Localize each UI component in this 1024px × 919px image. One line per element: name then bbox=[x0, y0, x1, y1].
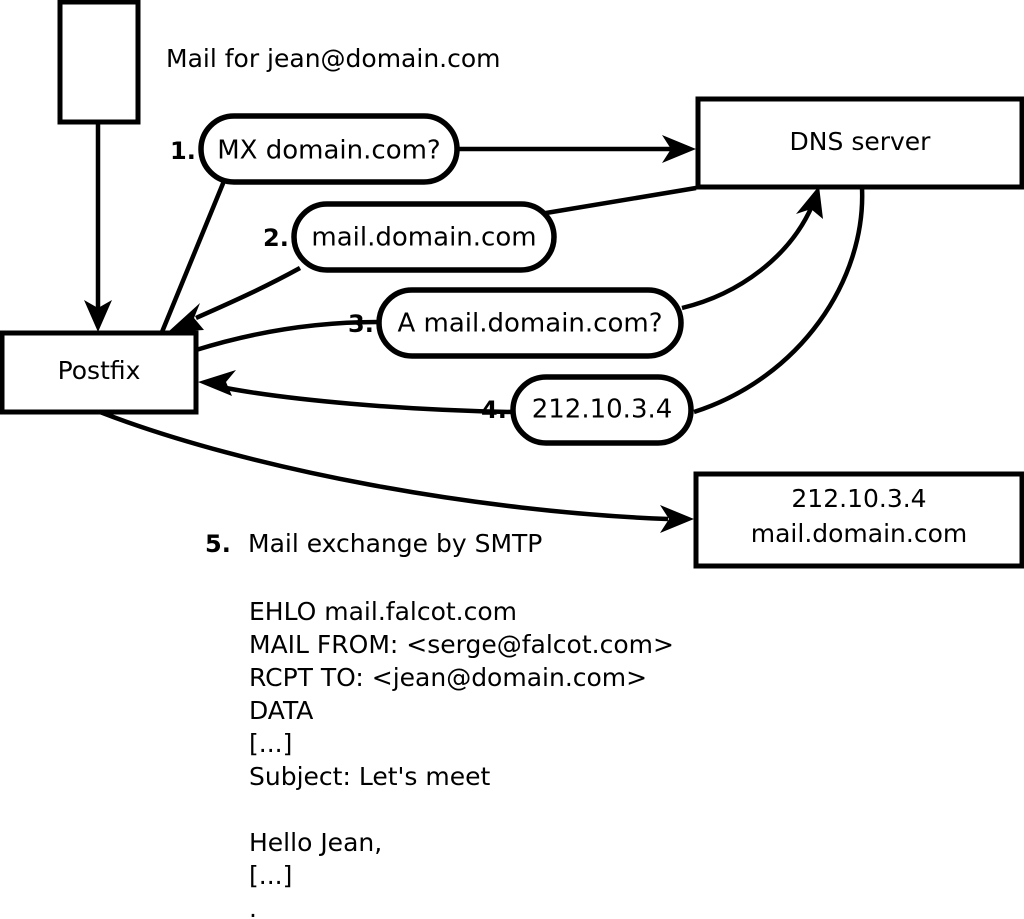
edge-dns-to-step2 bbox=[539, 185, 697, 217]
smtp-line-3: DATA bbox=[249, 696, 313, 725]
step-3-bubble: 3. A mail.domain.com? bbox=[348, 287, 684, 359]
edge-client-to-postfix bbox=[84, 124, 112, 332]
diagram-title-text: Mail for jean@domain.com bbox=[166, 44, 501, 73]
edge-postfix-to-step1 bbox=[159, 180, 227, 333]
smtp-transcript: EHLO mail.falcot.com MAIL FROM: <serge@f… bbox=[249, 597, 674, 919]
smtp-line-1: MAIL FROM: <serge@falcot.com> bbox=[249, 630, 674, 659]
smtp-line-0: EHLO mail.falcot.com bbox=[249, 597, 517, 626]
step-2-bubble: 2. mail.domain.com bbox=[263, 201, 557, 273]
step-4-number: 4. bbox=[481, 396, 507, 424]
node-mail-server: 212.10.3.4 mail.domain.com bbox=[693, 471, 1024, 569]
step-1-number: 1. bbox=[170, 137, 196, 165]
smtp-line-5: Subject: Let's meet bbox=[249, 762, 490, 791]
node-mail-server-ip: 212.10.3.4 bbox=[791, 484, 926, 513]
node-mail-client bbox=[57, 0, 141, 125]
step-1-label: MX domain.com? bbox=[217, 136, 440, 166]
step-3-number: 3. bbox=[348, 310, 374, 338]
edge-postfix-to-mailserver bbox=[99, 409, 694, 533]
smtp-line-9: . bbox=[249, 894, 257, 919]
node-postfix: Postfix bbox=[0, 330, 199, 415]
smtp-line-2: RCPT TO: <jean@domain.com> bbox=[249, 663, 647, 692]
edge-step4-to-postfix bbox=[198, 370, 513, 415]
node-dns-server-label: DNS server bbox=[790, 127, 932, 156]
node-postfix-label: Postfix bbox=[58, 356, 141, 385]
smtp-line-8: [...] bbox=[249, 861, 292, 890]
node-dns-server: DNS server bbox=[695, 96, 1024, 190]
step-1-bubble: 1. MX domain.com? bbox=[170, 113, 460, 185]
node-mail-server-hostname: mail.domain.com bbox=[751, 519, 967, 548]
edge-postfix-to-step3 bbox=[195, 319, 379, 353]
smtp-line-7: Hello Jean, bbox=[249, 828, 382, 857]
step-5-caption: 5. Mail exchange by SMTP bbox=[205, 529, 542, 558]
step-3-label: A mail.domain.com? bbox=[398, 309, 663, 339]
edge-step1-to-dns bbox=[458, 135, 696, 163]
step-2-number: 2. bbox=[263, 224, 289, 252]
step-2-label: mail.domain.com bbox=[311, 223, 536, 253]
step-5-number: 5. bbox=[205, 530, 231, 558]
edge-step2-to-postfix bbox=[168, 266, 302, 332]
edge-step3-to-dns bbox=[681, 186, 823, 311]
step-5-label: Mail exchange by SMTP bbox=[248, 529, 542, 558]
step-4-label: 212.10.3.4 bbox=[532, 395, 673, 425]
edge-dns-to-step4 bbox=[693, 187, 865, 415]
step-4-bubble: 4. 212.10.3.4 bbox=[481, 374, 694, 446]
smtp-line-4: [...] bbox=[249, 729, 292, 758]
